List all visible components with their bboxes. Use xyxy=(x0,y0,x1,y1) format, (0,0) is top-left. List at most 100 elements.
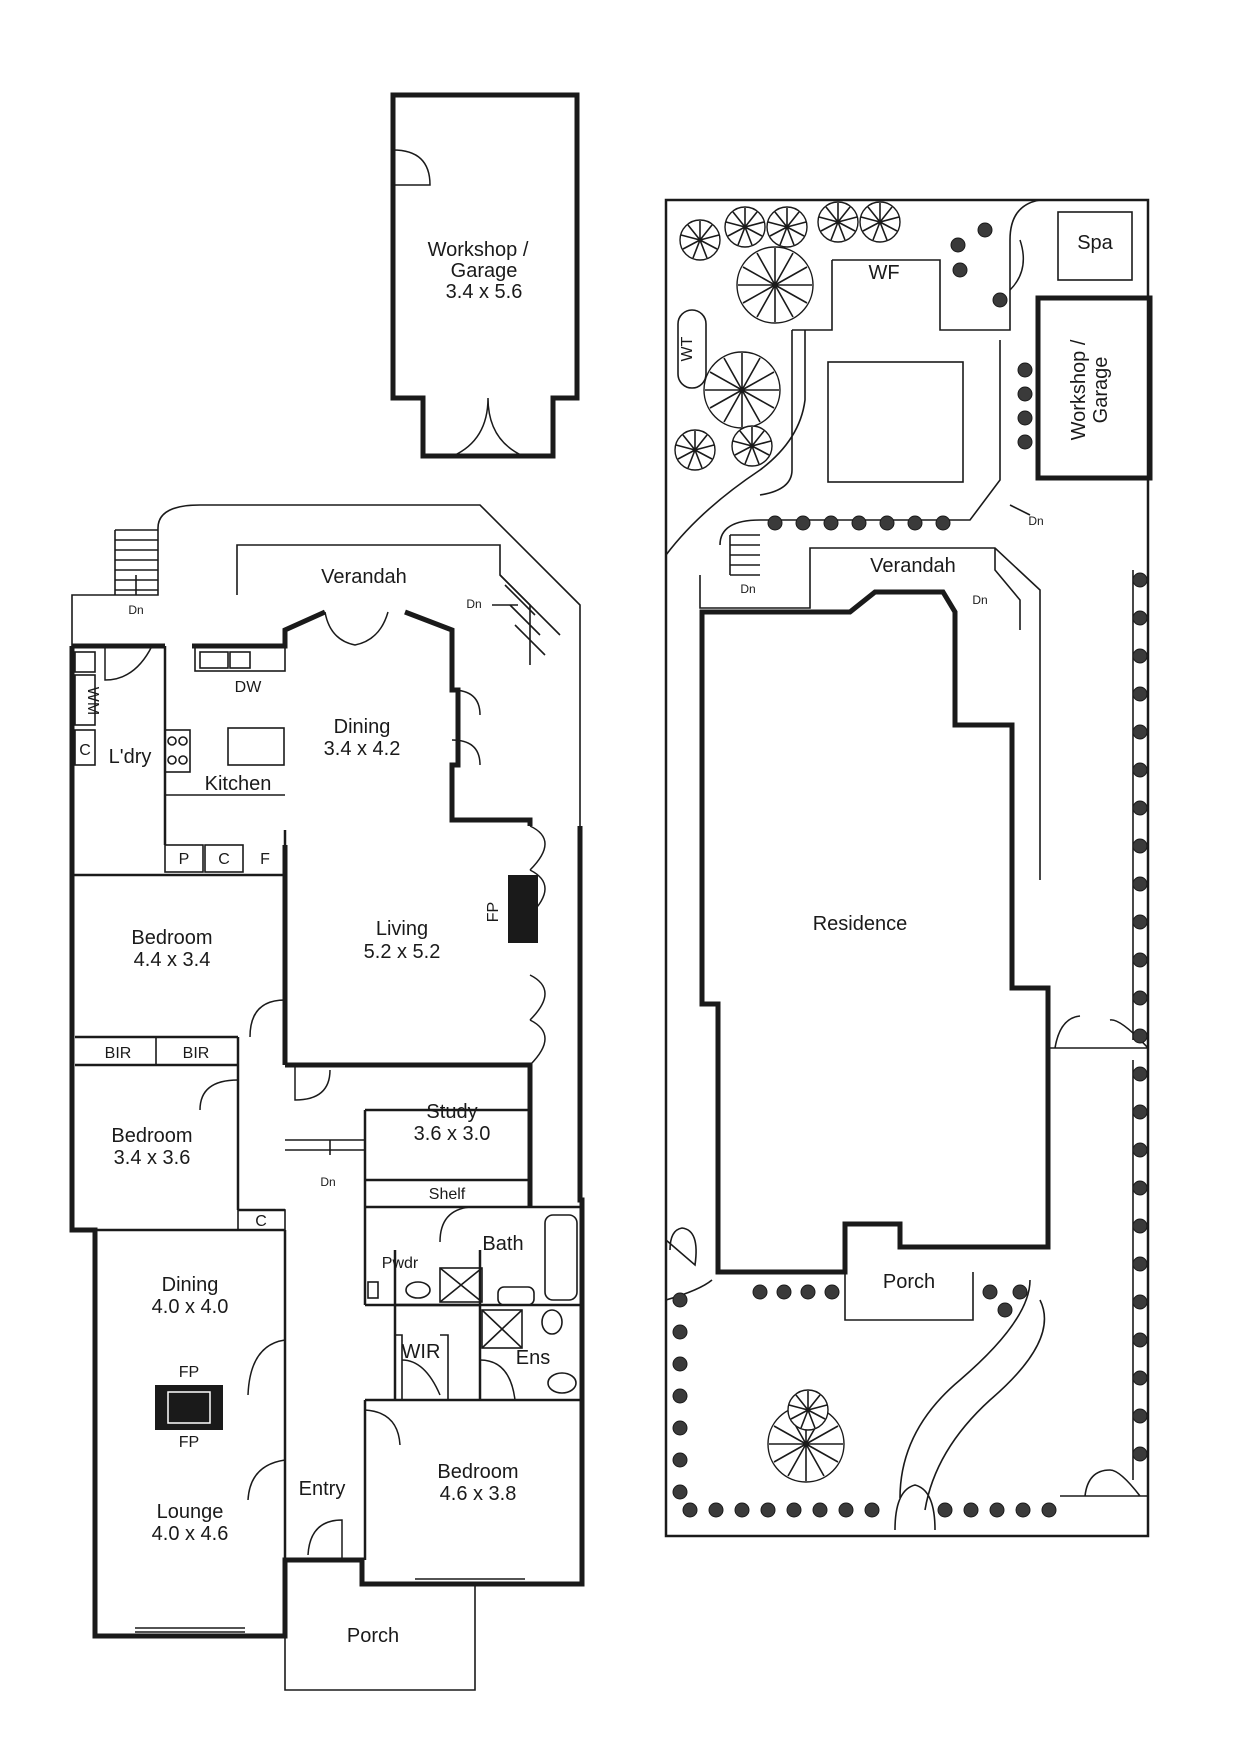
shrub xyxy=(1132,1066,1148,1082)
bedroom2-dims: 3.4 x 3.6 xyxy=(114,1147,191,1169)
shrub xyxy=(1132,1218,1148,1234)
f-label: F xyxy=(260,851,270,868)
fp-label-lounge-top: FP xyxy=(179,1364,199,1381)
shrub xyxy=(672,1452,688,1468)
c-label-laundry: C xyxy=(79,742,91,759)
shrub xyxy=(1132,1142,1148,1158)
shrub xyxy=(1132,572,1148,588)
shrubs xyxy=(672,222,1148,1518)
shrub xyxy=(823,515,839,531)
bath-label: Bath xyxy=(482,1233,523,1255)
shrub xyxy=(1132,1104,1148,1120)
dw-label: DW xyxy=(235,679,263,696)
shrub xyxy=(851,515,867,531)
kitchen-fixtures xyxy=(164,645,286,796)
dn-label-verandah-right: Dn xyxy=(466,597,481,611)
shrub xyxy=(1132,876,1148,892)
shrub xyxy=(1132,1180,1148,1196)
bir-label-1: BIR xyxy=(105,1045,132,1062)
shrub xyxy=(1132,686,1148,702)
p-label: P xyxy=(179,851,190,868)
shrub xyxy=(864,1502,880,1518)
kitchen-label: Kitchen xyxy=(205,773,272,795)
shrub xyxy=(672,1420,688,1436)
site-workshop-label-2: Garage xyxy=(1090,357,1112,424)
site-porch-label: Porch xyxy=(883,1271,935,1293)
shrub xyxy=(1132,1256,1148,1272)
shrub xyxy=(935,515,951,531)
shrub xyxy=(1132,1370,1148,1386)
shrub xyxy=(812,1502,828,1518)
wf-label: WF xyxy=(868,262,899,284)
residence-outline xyxy=(699,589,1051,1275)
shrub xyxy=(1132,724,1148,740)
shrub xyxy=(786,1502,802,1518)
shrub xyxy=(937,1502,953,1518)
shrub xyxy=(997,1302,1013,1318)
shrub xyxy=(1132,1446,1148,1462)
shrub xyxy=(1132,800,1148,816)
shrub xyxy=(1012,1284,1028,1300)
bedroom1-label: Bedroom xyxy=(131,927,212,949)
c-label-hall: C xyxy=(255,1213,267,1230)
laundry-label: L'dry xyxy=(109,746,152,768)
shrub xyxy=(1132,648,1148,664)
site-dn-label-2: Dn xyxy=(972,593,987,607)
workshop-label-2: Garage xyxy=(451,260,518,282)
residence-label: Residence xyxy=(813,913,908,935)
dining-lower-label: Dining xyxy=(162,1274,219,1296)
spa-label: Spa xyxy=(1077,232,1113,254)
bedroom2-label: Bedroom xyxy=(111,1125,192,1147)
verandah: Verandah Dn Dn xyxy=(71,504,581,826)
shrub xyxy=(952,262,968,278)
house-outer-walls xyxy=(69,609,585,1639)
shrub xyxy=(1132,1028,1148,1044)
ens-label: Ens xyxy=(516,1347,550,1369)
workshop-garage-detached: Workshop / Garage 3.4 x 5.6 xyxy=(390,92,580,459)
shrub xyxy=(1132,1408,1148,1424)
shrub xyxy=(708,1502,724,1518)
c-label-kitchen: C xyxy=(218,851,230,868)
shrub xyxy=(1015,1502,1031,1518)
wir-label: WIR xyxy=(402,1341,441,1363)
workshop-dims: 3.4 x 5.6 xyxy=(446,281,523,303)
shrub xyxy=(992,292,1008,308)
dining-top-label: Dining xyxy=(334,716,391,738)
pwdr-label: Pwdr xyxy=(382,1255,419,1272)
shrub xyxy=(950,237,966,253)
workshop-label: Workshop / xyxy=(428,239,529,261)
shelf-label: Shelf xyxy=(429,1186,466,1203)
shrub xyxy=(1132,1294,1148,1310)
study-label: Study xyxy=(426,1101,477,1123)
shrub xyxy=(1132,952,1148,968)
entry-label: Entry xyxy=(299,1478,346,1500)
shrub xyxy=(977,222,993,238)
shrub xyxy=(672,1292,688,1308)
shrub xyxy=(963,1502,979,1518)
shrub xyxy=(989,1502,1005,1518)
shrub xyxy=(1132,1332,1148,1348)
shrub xyxy=(1017,386,1033,402)
dn-label-verandah-left: Dn xyxy=(128,603,143,617)
bedroom1-dims: 4.4 x 3.4 xyxy=(134,949,211,971)
wt-label: WT xyxy=(679,336,696,361)
study-dims: 3.6 x 3.0 xyxy=(414,1123,491,1145)
living-label: Living xyxy=(376,918,428,940)
verandah-label: Verandah xyxy=(321,566,407,588)
fp-label-lounge-bottom: FP xyxy=(179,1434,199,1451)
shrub xyxy=(982,1284,998,1300)
site-plan: Spa Workshop / Garage WF WT Verandah Dn … xyxy=(664,198,1153,1538)
wm-label: WM xyxy=(84,687,101,715)
fireplace-living xyxy=(508,875,538,943)
shrub xyxy=(734,1502,750,1518)
shrub xyxy=(672,1388,688,1404)
shrub xyxy=(752,1284,768,1300)
lounge-dims: 4.0 x 4.6 xyxy=(152,1523,229,1545)
shrub xyxy=(682,1502,698,1518)
shrub xyxy=(1132,610,1148,626)
fp-label-living: FP xyxy=(485,902,502,922)
shrub xyxy=(767,515,783,531)
shrub xyxy=(824,1284,840,1300)
site-dn-label-1: Dn xyxy=(740,582,755,596)
dining-lower-dims: 4.0 x 4.0 xyxy=(152,1296,229,1318)
